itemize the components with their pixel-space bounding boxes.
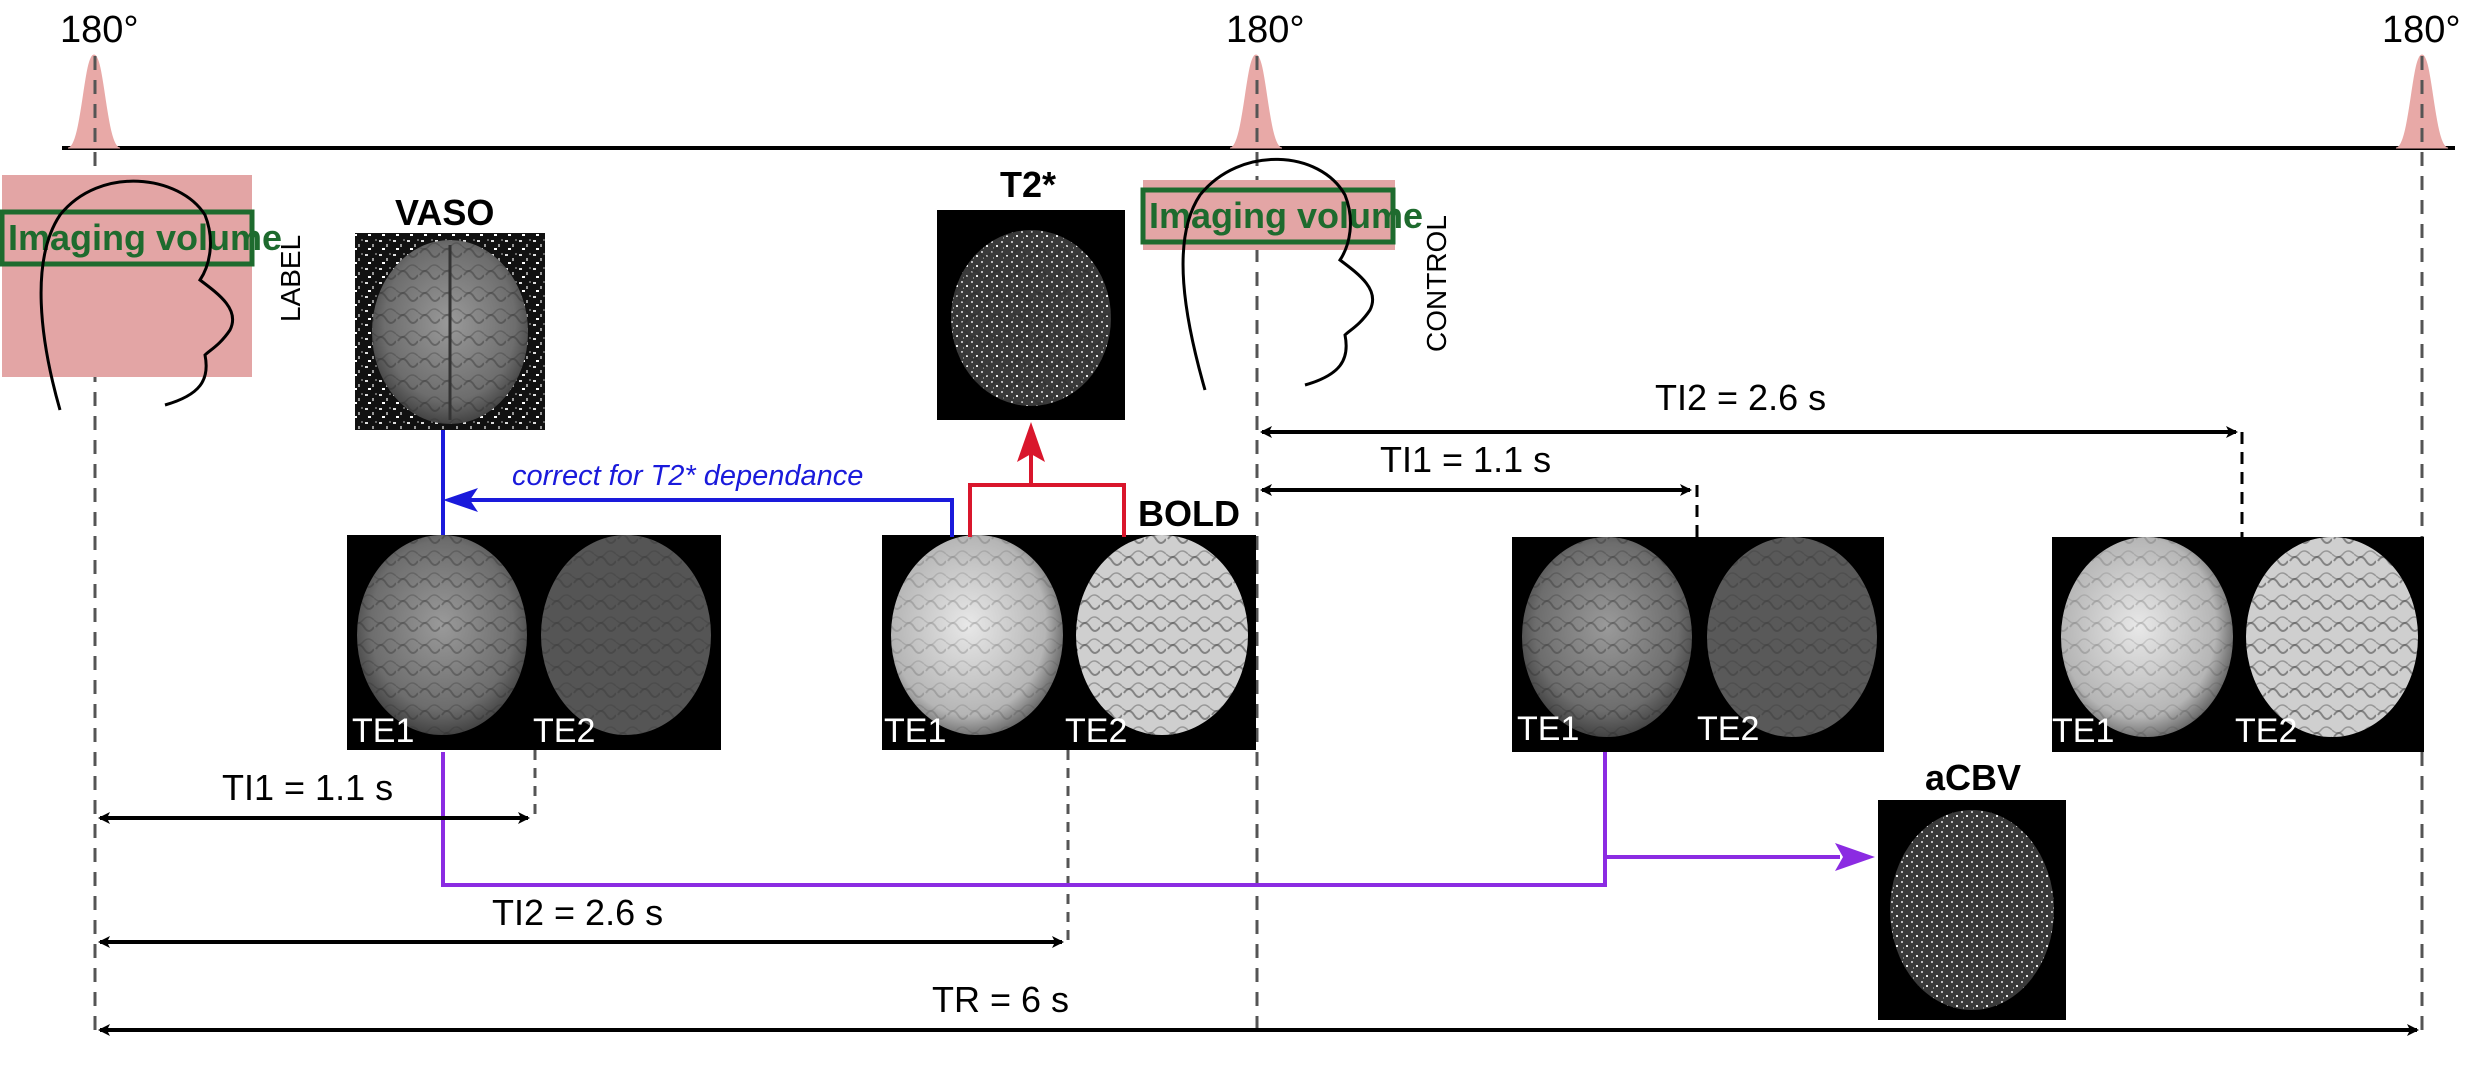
acbv-arrowhead (1835, 843, 1875, 871)
ctrl1-te2-label: TE2 (1697, 710, 1759, 748)
head-outline-2 (1181, 157, 1375, 391)
ctrl2-te2-label: TE2 (2235, 712, 2297, 750)
bold-te1-label: TE1 (884, 712, 946, 750)
rf-pulse-2 (1229, 54, 1283, 149)
bold-title: BOLD (1138, 493, 1240, 534)
acbv-derivation-path (441, 752, 1840, 887)
vaso-title: VASO (395, 192, 494, 233)
ti2-label-text: TI2 = 2.6 s (492, 892, 663, 933)
tr-text: TR = 6 s (932, 979, 1069, 1020)
correction-text: correct for T2* dependance (512, 460, 863, 492)
timing-arrows (98, 426, 2419, 1036)
imaging-volume-box-2 (1140, 187, 1396, 245)
rf-pulse-1 (67, 54, 121, 149)
t2star-title: T2* (1000, 164, 1056, 205)
ctrl1-te1-label: TE1 (1517, 710, 1579, 748)
vaso-echo-images (347, 535, 721, 750)
vaso-map-image (355, 233, 545, 430)
pulse-label-2: 180° (1226, 9, 1305, 51)
imaging-volume-box-1 (0, 209, 255, 267)
t2star-map-image (937, 210, 1125, 420)
vaso-te2-label: TE2 (533, 712, 595, 750)
pulse-label-1: 180° (60, 9, 139, 51)
rf-pulse-3 (2395, 54, 2449, 149)
bold-echo-images (882, 535, 1256, 750)
pulse-label-3: 180° (2382, 9, 2461, 51)
vaso-correction-path (441, 430, 954, 537)
label-phase-text: LABEL (275, 235, 306, 322)
ctrl2-te1-label: TE1 (2052, 712, 2114, 750)
control-phase-text: CONTROL (1421, 215, 1452, 352)
acbv-map-image (1878, 800, 2066, 1020)
t2star-derivation-path (968, 450, 1126, 537)
vaso-te1-label: TE1 (352, 712, 414, 750)
vaso-correction-arrowhead (443, 488, 478, 512)
ti1-label-text: TI1 = 1.1 s (222, 767, 393, 808)
control-echo-images-1 (1512, 537, 1884, 752)
head-outline-1 (39, 179, 235, 411)
ti2-control-text: TI2 = 2.6 s (1655, 377, 1826, 418)
ti1-control-text: TI1 = 1.1 s (1380, 439, 1551, 480)
t2star-arrowhead (1017, 422, 1045, 462)
bold-te2-label: TE2 (1065, 712, 1127, 750)
acbv-title: aCBV (1925, 757, 2021, 798)
control-echo-images-2 (2052, 537, 2424, 752)
